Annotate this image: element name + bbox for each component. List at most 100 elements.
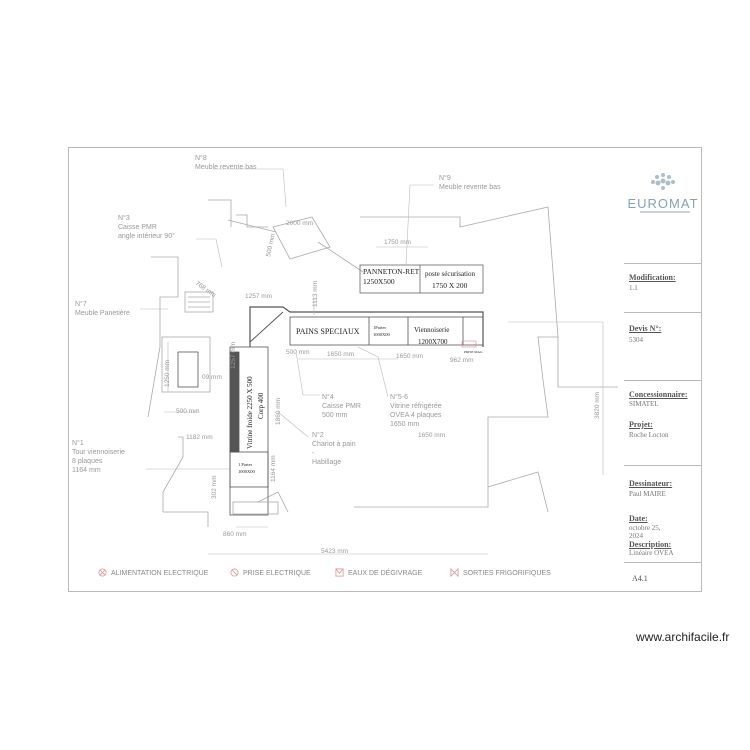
wall [151,256,179,332]
leader [277,411,309,438]
dim-label: 1113 mm [312,281,319,307]
box-bottom-size: 1000X00 [238,469,255,474]
legend-item-alimentation: ALIMENTATION ELECTRIQUE [98,568,208,577]
row-divider [624,465,702,466]
note-n9-num: N°9 [439,174,451,182]
floor-plan: N°8 Meuble revente bas N°9 Meuble revent… [72,154,618,555]
meuble-n7 [161,336,211,393]
brand-name: EUROMAT [627,196,699,211]
leader [196,238,223,268]
dim-label: 1650 mm [327,351,354,358]
row-divider [624,263,702,264]
note-n4-size: 500 mm [322,412,347,419]
watermark: www.archifacile.fr [636,630,730,644]
description-value: Linéaire OVEA [629,549,674,557]
dim-label: 302 mm [211,476,218,499]
note-n1-num: N°1 [72,439,84,447]
panneton-box [359,264,484,294]
note-n1-desc: Tour viennoiserie [72,449,125,456]
note-n4-desc: Caisse PMR [322,403,361,410]
concessionnaire-value: SIMATEL [629,400,659,408]
legend-item-sorties: SORTIES FRIGORIFIQUES [450,568,551,577]
box-panneton-name: PANNETON-RET [363,267,420,276]
note-n56-num: N°5-6 [390,393,408,401]
box-panneton-size: 1250X500 [363,277,395,286]
row-divider [624,562,702,563]
concessionnaire-label: Concessionnaire: [629,390,688,399]
note-n8-num: N°8 [195,154,207,162]
note-n8-desc: Meuble revente bas [195,164,257,171]
note-n2-sep: - [312,450,315,457]
dim-label: 2000 mm [286,220,313,227]
dim-label: 1860 mm [275,398,282,425]
note-n7-num: N°7 [75,300,87,308]
devis-label: Devis N°: [629,324,662,333]
note-n2-desc: Chariot à pain [312,441,356,448]
note-n7-desc: Meuble Panetière [75,310,130,317]
dim-label: 1257 mm [230,342,237,369]
wall [257,491,289,513]
marker [461,340,477,348]
note-n2-detail: Habillage [312,459,341,466]
dim-label: 09 mm [202,374,222,381]
dim-label: 500 mm [286,349,309,356]
brand-underline [640,211,690,213]
square-triangle-icon [335,568,344,577]
dim-label: 1257 mm [245,293,272,300]
dessinateur-label: Dessinateur: [629,479,673,488]
dim-label: 768 mm [194,280,217,299]
box-small-name: 1Parter [373,325,386,330]
box-vitrine-detail: Corp 400 [257,392,265,419]
wall [208,199,232,227]
leader [295,351,320,396]
note-n3-num: N°3 [118,214,130,222]
dim-label: 1250 mm [164,360,171,387]
box-vitrine-name: Vitrine froide 2250 X 500 [246,376,254,449]
dim-label: 1650 mm [396,353,423,360]
modification-label: Modification: [629,273,676,282]
wall [227,219,277,233]
wall [162,436,184,512]
note-n2-num: N°2 [312,431,324,439]
dim-label: 500 mm [176,408,199,415]
box-viennoiserie-size: 1200X700 [418,338,448,346]
leader [405,184,434,266]
wall [487,471,549,513]
dim-label: 860 mm [223,531,246,538]
dim-label: 1182 mm [186,434,213,441]
wall [147,332,161,418]
note-n4-num: N°4 [322,393,334,401]
bowtie-icon [450,568,459,577]
parter-box [229,451,269,488]
legend: ALIMENTATION ELECTRIQUE PRISE ELECTRIQUE… [90,566,590,580]
leader [357,346,389,398]
circle-cross-icon [230,568,239,577]
note-n1-size: 1164 mm [72,467,101,474]
dim-label: 1650 mm [418,432,445,439]
legend-item-prise: PRISE ELECTRIQUE [230,568,311,577]
caisse-n3 [184,291,214,313]
dim-label: 5423 mm [321,548,348,555]
date-value-2: 2024 [629,532,643,540]
wall [557,337,618,388]
row-divider [624,312,702,313]
dessinateur-value: Paul MAIRE [629,490,666,498]
drawing-sheet [68,147,702,592]
note-n56-size: 1650 mm [390,421,419,428]
dim-label: 962 mm [450,357,473,364]
circle-cross-icon [98,568,107,577]
note-n9-desc: Meuble revente bas [439,184,501,191]
counter-corner [249,311,284,343]
title-block: EUROMAT Modification: 1.1 Devis N°: 5304… [624,147,702,592]
note-n1-detail: 8 plaques [72,458,103,465]
red-tag: PRISE MAG [464,350,483,354]
row-divider [624,380,702,381]
leader [213,168,287,208]
bottom-shelf [232,501,279,515]
box-poste-size: 1750 X 200 [432,281,468,290]
note-n56-detail: OVEA 4 plaques [390,412,442,419]
dim-label: 1164 mm [270,455,277,482]
date-label: Date: [629,514,648,523]
note-n3-detail: angle intérieur 90° [118,232,175,240]
dim-label: 500 mm [265,233,277,257]
